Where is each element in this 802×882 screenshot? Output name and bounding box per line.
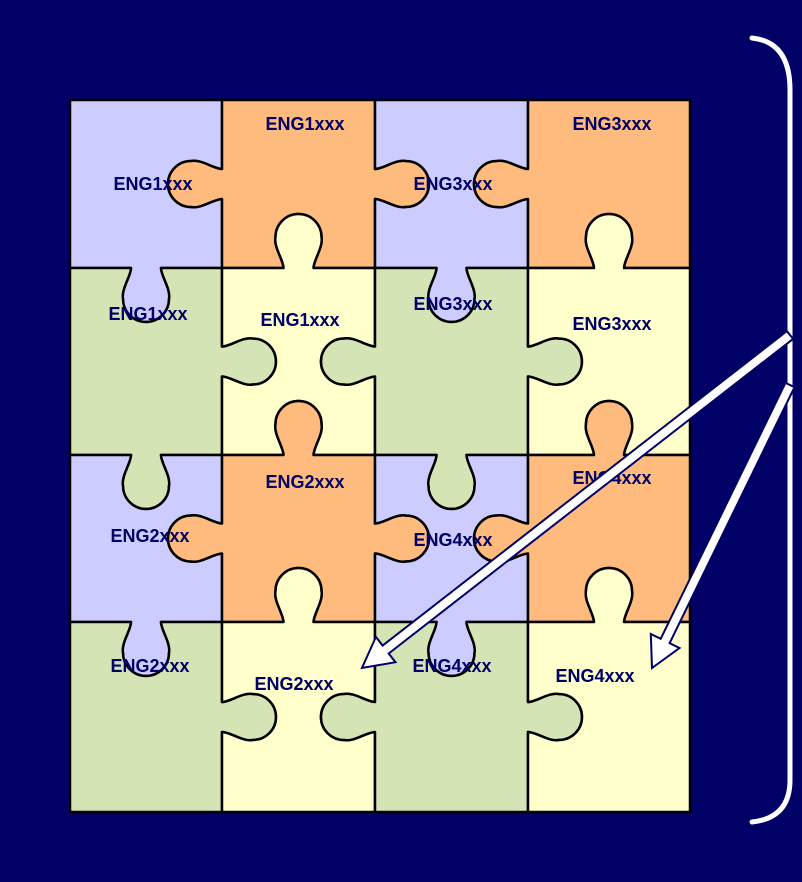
puzzle-piece-label: ENG1xxx — [260, 310, 339, 330]
puzzle-piece-16 — [526, 566, 692, 814]
puzzle-piece-label: ENG3xxx — [572, 114, 651, 134]
puzzle-piece-label: ENG1xxx — [108, 304, 187, 324]
right-bracket — [749, 35, 793, 825]
puzzle-piece-label: ENG2xxx — [110, 656, 189, 676]
overlay-layer — [360, 35, 796, 825]
arrow-to-eng2xxx — [360, 329, 795, 670]
puzzle-piece-label: ENG2xxx — [265, 472, 344, 492]
puzzle-piece-label: ENG1xxx — [113, 174, 192, 194]
puzzle-piece-label: ENG1xxx — [265, 114, 344, 134]
puzzle-piece-label: ENG3xxx — [413, 174, 492, 194]
puzzle-piece-label: ENG4xxx — [412, 656, 491, 676]
puzzle-pieces-layer — [68, 98, 692, 814]
puzzle-piece-label: ENG2xxx — [254, 674, 333, 694]
puzzle-piece-label: ENG3xxx — [413, 294, 492, 314]
puzzle-piece-label: ENG4xxx — [555, 666, 634, 686]
arrow-to-eng4xxx — [649, 381, 796, 670]
puzzle-piece-label: ENG4xxx — [413, 530, 492, 550]
puzzle-piece-label: ENG3xxx — [572, 314, 651, 334]
puzzle-piece-label: ENG2xxx — [110, 526, 189, 546]
